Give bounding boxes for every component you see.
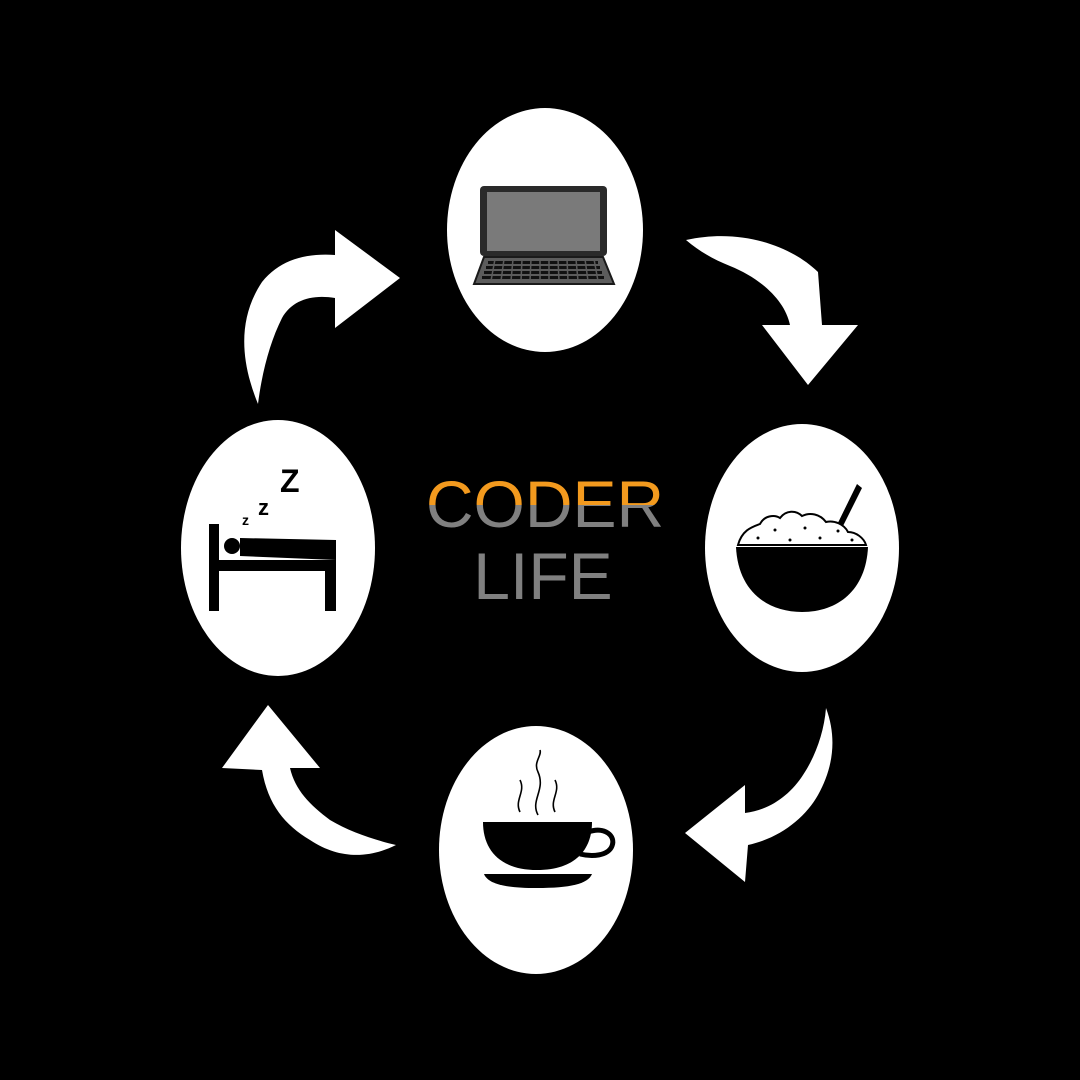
node-eat bbox=[705, 424, 899, 672]
coffee-cup-icon bbox=[483, 749, 616, 888]
node-coffee bbox=[439, 726, 633, 974]
arrow-eat-to-coffee bbox=[685, 708, 833, 882]
sleep-z-small: z bbox=[242, 512, 249, 528]
node-sleep: z z Z bbox=[181, 420, 375, 676]
arrow-coffee-to-sleep bbox=[222, 705, 396, 855]
center-title: CODER CODER LIFE bbox=[426, 467, 664, 613]
food-bowl-icon bbox=[736, 484, 868, 612]
sleeping-bed-icon: z z Z bbox=[209, 463, 336, 611]
laptop-icon bbox=[472, 186, 616, 285]
sleep-z-large: Z bbox=[280, 463, 300, 499]
arrow-sleep-to-code bbox=[244, 230, 400, 404]
title-line1-bottom: CODER bbox=[426, 467, 664, 541]
title-line1-top: CODER bbox=[426, 467, 664, 541]
sleep-z-medium: z bbox=[258, 495, 269, 520]
arrow-code-to-eat bbox=[686, 236, 858, 385]
node-code bbox=[447, 108, 643, 352]
title-line2: LIFE bbox=[473, 539, 612, 613]
